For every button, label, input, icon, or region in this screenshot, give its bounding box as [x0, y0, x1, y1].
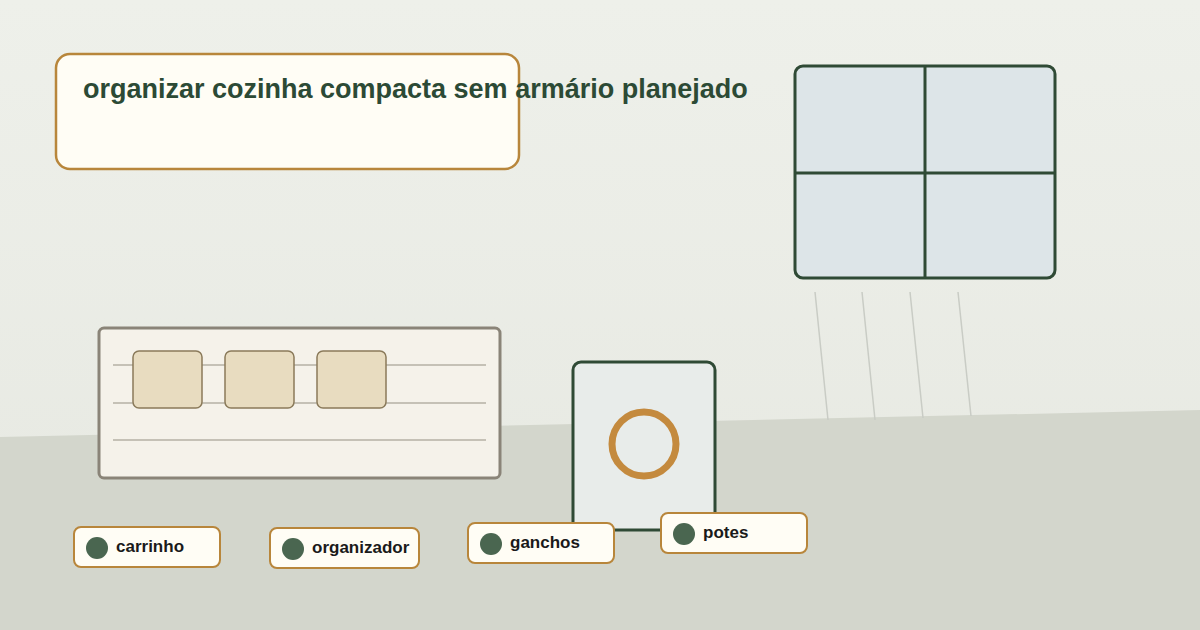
appliance — [573, 362, 715, 530]
shelf — [99, 328, 500, 478]
window — [795, 66, 1055, 278]
title: organizar cozinha compacta sem armário p… — [83, 74, 748, 105]
bullet-dot — [86, 537, 108, 559]
title-box — [56, 54, 519, 169]
label-chip: potes — [660, 512, 808, 554]
label-text: ganchos — [510, 533, 580, 553]
label-chip: organizador — [269, 527, 420, 569]
bullet-dot — [282, 538, 304, 560]
label-chip: ganchos — [467, 522, 615, 564]
light-rays — [815, 292, 971, 420]
label-text: carrinho — [116, 537, 184, 557]
bullet-dot — [673, 523, 695, 545]
bullet-dot — [480, 533, 502, 555]
label-text: potes — [703, 523, 748, 543]
label-text: organizador — [312, 538, 409, 558]
label-chip: carrinho — [73, 526, 221, 568]
